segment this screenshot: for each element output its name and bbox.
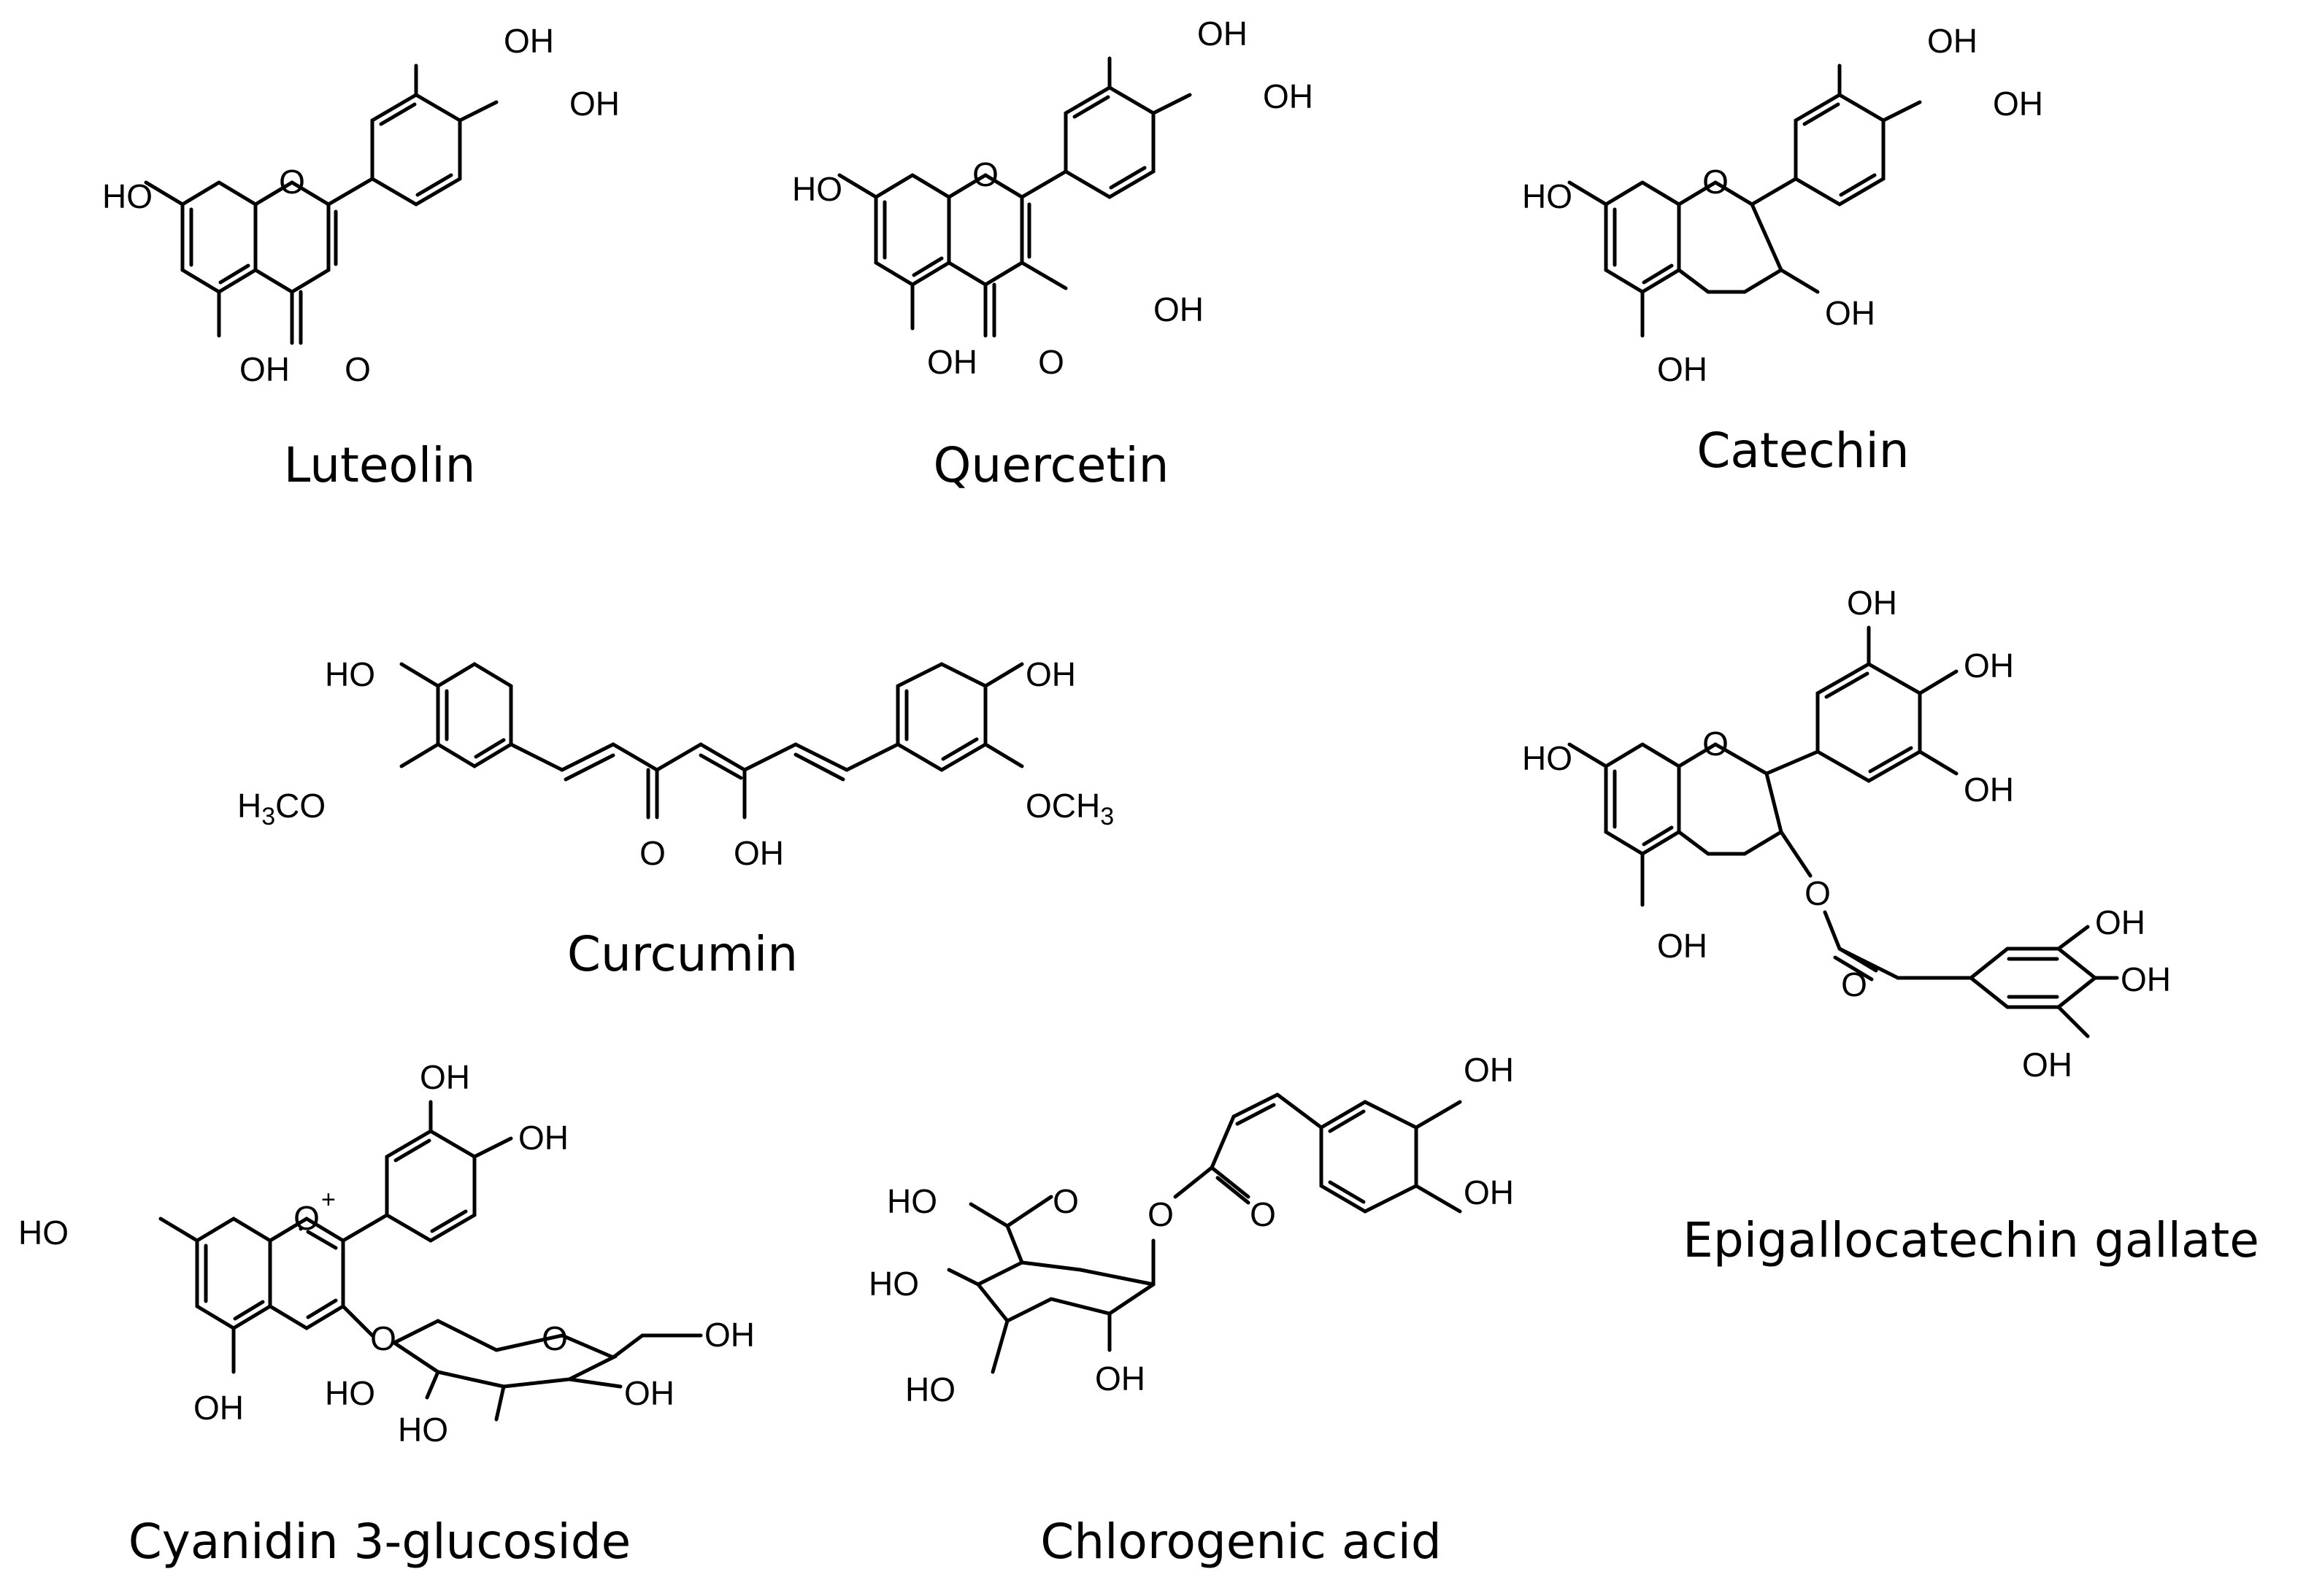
egcg-name: Epigallocatechin gallate: [1683, 1212, 2259, 1268]
curcumin-oh-right: OH: [1026, 655, 1076, 693]
egcg-oh-galloyl-5: OH: [2022, 1046, 2072, 1084]
catechin-oh-4p: OH: [1993, 85, 2043, 123]
chlorogenic-labels: OH OH O O HO O HO HO OH: [869, 1051, 1514, 1408]
quercetin-o-4: O: [1038, 343, 1064, 381]
cyanidin-plus-charge: +: [321, 1186, 336, 1214]
chlorogenic-ho-acid: HO: [887, 1182, 937, 1220]
chlorogenic-name: Chlorogenic acid: [1040, 1514, 1442, 1570]
quercetin-labels: HO O OH O OH OH OH: [792, 15, 1313, 381]
chlorogenic-o-ester: O: [1148, 1195, 1174, 1233]
egcg-o-ester: O: [1805, 874, 1831, 912]
cyanidin-oh-glucose-4: OH: [624, 1374, 674, 1412]
quercetin-structure: [837, 56, 1192, 338]
cyanidin-oh-5: OH: [193, 1389, 244, 1427]
cyanidin-ho-glucose-2: HO: [325, 1374, 375, 1412]
catechin-oh-5: OH: [1657, 350, 1707, 388]
quercetin-name: Quercetin: [933, 437, 1169, 493]
catechin-oh-3p: OH: [1927, 22, 1978, 60]
luteolin-oh-3p: OH: [504, 22, 554, 60]
cyanidin-ho-7: HO: [18, 1214, 69, 1252]
curcumin-o-keto: O: [639, 834, 666, 872]
egcg-structure: [1567, 625, 2119, 1038]
luteolin-name: Luteolin: [284, 437, 476, 493]
curcumin-name: Curcumin: [567, 926, 798, 982]
quercetin-oh-5: OH: [927, 343, 977, 381]
chlorogenic-oh-4p: OH: [1464, 1173, 1514, 1211]
luteolin-oh-5: OH: [239, 350, 290, 388]
quercetin-oh-3p: OH: [1197, 15, 1248, 53]
curcumin-structure: [399, 662, 1024, 820]
luteolin-o-ring: O: [279, 163, 305, 201]
luteolin-structure: [144, 63, 499, 345]
egcg-labels: HO O OH OH OH OH O O OH OH OH: [1522, 584, 2171, 1084]
catechin-ho-7: HO: [1522, 177, 1572, 215]
chlorogenic-structure: [947, 1092, 1462, 1374]
catechin-labels: HO O OH OH OH OH: [1522, 22, 2043, 388]
cyanidin-oh-3p: OH: [420, 1058, 470, 1096]
chlorogenic-ho-5: HO: [905, 1371, 956, 1408]
chlorogenic-oh-3p: OH: [1464, 1051, 1514, 1089]
cyanidin-labels: HO O + OH OH OH O O HO HO OH OH: [18, 1058, 755, 1449]
egcg-o-ring: O: [1702, 725, 1729, 763]
egcg-oh-3p: OH: [1847, 584, 1897, 622]
catechin-oh-3: OH: [1825, 294, 1875, 332]
curcumin-och3-right: OCH3: [1026, 787, 1114, 830]
curcumin-oh-enol: OH: [734, 834, 784, 872]
cyanidin-oh-4p: OH: [518, 1119, 569, 1157]
chlorogenic-o-acid: O: [1053, 1182, 1079, 1220]
cyanidin-ho-glucose-3: HO: [398, 1411, 448, 1449]
cyanidin-o-glucose-ring: O: [542, 1319, 568, 1357]
catechin-structure: [1567, 63, 1922, 338]
cyanidin-o-ring: O: [293, 1199, 320, 1237]
quercetin-oh-3: OH: [1153, 290, 1204, 328]
luteolin-labels: HO O OH O OH OH: [102, 22, 620, 388]
quercetin-oh-4p: OH: [1263, 77, 1313, 115]
quercetin-o-ring: O: [972, 155, 999, 193]
cyanidin-o-glycosidic: O: [370, 1319, 396, 1357]
chlorogenic-o-carbonyl: O: [1250, 1195, 1276, 1233]
curcumin-ho-left: HO: [325, 655, 375, 693]
quercetin-ho-7: HO: [792, 170, 842, 208]
cyanidin-structure: [158, 1100, 703, 1422]
egcg-oh-5: OH: [1657, 927, 1707, 965]
egcg-oh-4p: OH: [1964, 647, 2014, 685]
luteolin-oh-4p: OH: [569, 85, 620, 123]
luteolin-o-4: O: [345, 350, 371, 388]
cyanidin-oh-glucose-6: OH: [704, 1316, 755, 1354]
egcg-oh-5p: OH: [1964, 771, 2014, 809]
egcg-oh-galloyl-3: OH: [2095, 903, 2145, 941]
curcumin-h3co-left: H3CO: [237, 787, 326, 830]
chlorogenic-oh-4: OH: [1095, 1360, 1145, 1398]
egcg-oh-galloyl-4: OH: [2121, 960, 2171, 998]
chlorogenic-ho-1: HO: [869, 1265, 919, 1303]
luteolin-ho-7: HO: [102, 177, 153, 215]
egcg-o-carbonyl: O: [1841, 965, 1867, 1003]
curcumin-labels: HO H3CO O OH OH OCH3: [237, 655, 1114, 872]
egcg-ho-7: HO: [1522, 739, 1572, 777]
catechin-name: Catechin: [1696, 423, 1909, 479]
cyanidin-name: Cyanidin 3-glucoside: [128, 1514, 631, 1570]
catechin-o-ring: O: [1702, 163, 1729, 201]
